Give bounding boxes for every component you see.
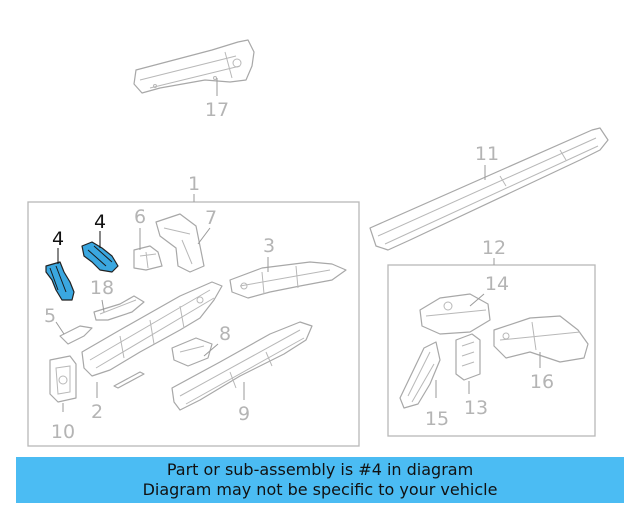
- callout-14[interactable]: 14: [485, 273, 509, 295]
- part-17-upper-rail[interactable]: [133, 39, 255, 94]
- callout-3[interactable]: 3: [263, 235, 275, 257]
- part-3-apron[interactable]: [229, 261, 347, 299]
- part-11-long-rail[interactable]: [369, 127, 609, 251]
- leader-7: [197, 227, 211, 245]
- callout-4b[interactable]: 4: [94, 211, 106, 233]
- part-8-bracket[interactable]: [171, 337, 213, 367]
- leader-8: [203, 343, 219, 357]
- callout-7[interactable]: 7: [205, 207, 217, 229]
- part-9-lower-member[interactable]: [171, 321, 313, 411]
- exploded-parts-diagram: 17 11 1 4 4 6 7 3: [27, 39, 609, 447]
- part-18-brace[interactable]: [93, 295, 145, 321]
- part-16-wheelhouse[interactable]: [493, 315, 589, 363]
- callout-9[interactable]: 9: [238, 403, 250, 425]
- part-13-bracket[interactable]: [455, 333, 481, 381]
- leader-5: [55, 321, 65, 335]
- part-strip[interactable]: [113, 371, 145, 389]
- leader-18: [101, 299, 105, 313]
- callout-12[interactable]: 12: [482, 237, 506, 259]
- callout-5[interactable]: 5: [44, 305, 56, 327]
- part-6-bracket[interactable]: [133, 245, 163, 271]
- part-15-bracket[interactable]: [399, 341, 441, 409]
- callout-11[interactable]: 11: [475, 143, 499, 165]
- callout-6[interactable]: 6: [134, 206, 146, 228]
- part-10-plate[interactable]: [49, 355, 77, 403]
- callout-15[interactable]: 15: [425, 408, 449, 430]
- callout-2[interactable]: 2: [91, 401, 103, 423]
- leader-14: [469, 293, 485, 307]
- info-banner: Part or sub-assembly is #4 in diagram Di…: [16, 457, 624, 503]
- part-14-tower-cap[interactable]: [419, 293, 491, 335]
- callout-16[interactable]: 16: [530, 371, 554, 393]
- callout-4a[interactable]: 4: [52, 228, 64, 250]
- callout-8[interactable]: 8: [219, 323, 231, 345]
- callout-17[interactable]: 17: [205, 99, 229, 121]
- banner-line-2: Diagram may not be specific to your vehi…: [142, 480, 498, 499]
- callout-13[interactable]: 13: [464, 397, 488, 419]
- part-2-front-side-member[interactable]: [81, 281, 223, 377]
- banner-line-1: Part or sub-assembly is #4 in diagram: [166, 460, 474, 479]
- callout-10[interactable]: 10: [51, 421, 75, 443]
- callout-18[interactable]: 18: [90, 277, 114, 299]
- part-4-bracket-left[interactable]: [45, 261, 75, 301]
- group-box-12: [387, 264, 596, 437]
- part-5-plate[interactable]: [59, 325, 93, 345]
- part-7-gusset[interactable]: [155, 213, 205, 273]
- callout-1[interactable]: 1: [188, 173, 200, 195]
- part-4-bracket-upper[interactable]: [81, 241, 119, 273]
